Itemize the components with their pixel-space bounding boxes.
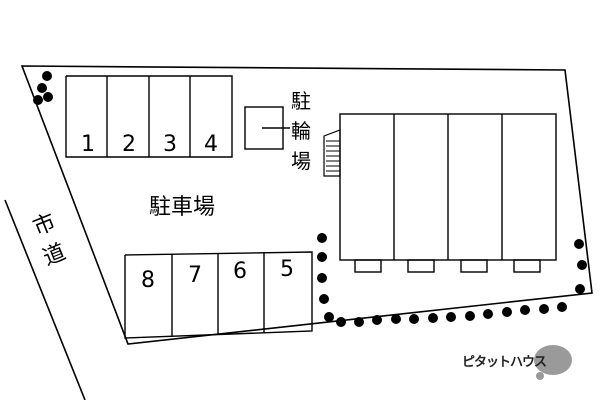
tree-dot (37, 83, 47, 93)
tree-dot (446, 312, 456, 322)
parking-number: 4 (204, 132, 218, 157)
tree-dot (42, 71, 52, 81)
stairs (323, 129, 341, 177)
parking-number: 1 (81, 132, 95, 157)
tree-dot (354, 317, 364, 327)
tree-dot (557, 302, 567, 312)
tree-dot (319, 294, 329, 304)
tree-dot (575, 284, 585, 294)
brand-area: ピタットハウス (462, 345, 592, 385)
road-label-char: 道 (40, 240, 70, 271)
tree-dot (317, 273, 327, 283)
tree-dot (317, 252, 327, 262)
bicycle-parking-label-char: 場 (291, 149, 311, 173)
tree-dot (409, 314, 419, 324)
building (323, 113, 557, 273)
tree-dot (372, 315, 382, 325)
parking-number: 6 (233, 259, 247, 284)
entrance-step (354, 259, 382, 273)
tree-dots (33, 71, 587, 327)
entrance-step (460, 259, 488, 273)
parking-number: 7 (188, 263, 202, 288)
parking-number: 8 (141, 268, 155, 293)
parking-space-outline (124, 251, 313, 339)
tree-dot (43, 92, 53, 102)
stairs-outline (323, 129, 341, 177)
tree-dot (483, 309, 493, 319)
parking-lot-label: 駐車場 (149, 195, 215, 220)
brand-logo-mark (534, 345, 572, 375)
tree-dot (336, 317, 346, 327)
tree-dot (465, 311, 475, 321)
tree-dot (391, 314, 401, 324)
parking-space-outline (65, 75, 233, 158)
bicycle-parking-label-char: 輪 (291, 119, 311, 143)
brand-logo-mark-dot (536, 372, 544, 380)
parking-number: 5 (280, 257, 294, 282)
tree-dot (577, 260, 587, 270)
parking-number: 3 (163, 132, 177, 157)
road-edge-line (4, 199, 86, 400)
tree-dot (324, 312, 334, 322)
tree-dot (539, 304, 549, 314)
entrance-step (513, 259, 541, 273)
site-boundary (20, 65, 593, 345)
tree-dot (502, 307, 512, 317)
tree-dot (574, 239, 584, 249)
tree-dot (317, 233, 327, 243)
brand-logo-text: ピタットハウス (462, 355, 547, 370)
road-label-char: 市 (30, 210, 60, 241)
parking-bottom-row: 8 7 6 5 (124, 251, 313, 339)
bicycle-parking-label-char: 駐 (291, 89, 311, 113)
parking-number: 2 (122, 132, 136, 157)
tree-dot (33, 95, 43, 105)
tree-dot (428, 313, 438, 323)
entrance-step (407, 259, 435, 273)
parking-top-row: 1 2 3 4 (65, 75, 233, 158)
tree-dot (520, 305, 530, 315)
bicycle-parking-box (244, 106, 290, 150)
